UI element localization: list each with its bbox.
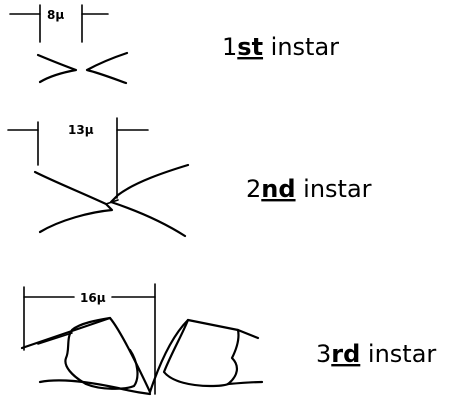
second-instar-dimension: 13μ <box>7 117 149 199</box>
third-instar-label: 3rd instar <box>316 340 436 368</box>
first-instar-measurement: 8μ <box>47 8 64 22</box>
second-instar-number: 2 <box>246 175 261 203</box>
first-instar-word: instar <box>263 33 339 61</box>
second-instar-suffix: nd <box>261 175 295 203</box>
third-instar-suffix: rd <box>331 340 360 368</box>
third-instar-word: instar <box>360 340 436 368</box>
first-instar-dimension: 8μ <box>9 4 109 43</box>
first-instar-shape <box>36 51 129 85</box>
second-instar-panel: 13μ 2nd instar <box>7 117 372 238</box>
first-instar-label: 1st instar <box>222 33 339 61</box>
third-instar-shape <box>20 316 264 396</box>
third-instar-number: 3 <box>316 340 331 368</box>
third-instar-panel: 16μ 3rd instar <box>20 283 436 396</box>
second-instar-word: instar <box>296 175 372 203</box>
second-instar-measurement: 13μ <box>68 123 94 137</box>
second-instar-label: 2nd instar <box>246 175 372 203</box>
first-instar-number: 1 <box>222 33 237 61</box>
third-instar-measurement: 16μ <box>80 291 106 305</box>
second-instar-shape <box>33 163 190 238</box>
third-instar-dimension: 16μ <box>23 283 156 395</box>
first-instar-suffix: st <box>237 33 263 61</box>
first-instar-panel: 8μ 1st instar <box>9 4 339 85</box>
